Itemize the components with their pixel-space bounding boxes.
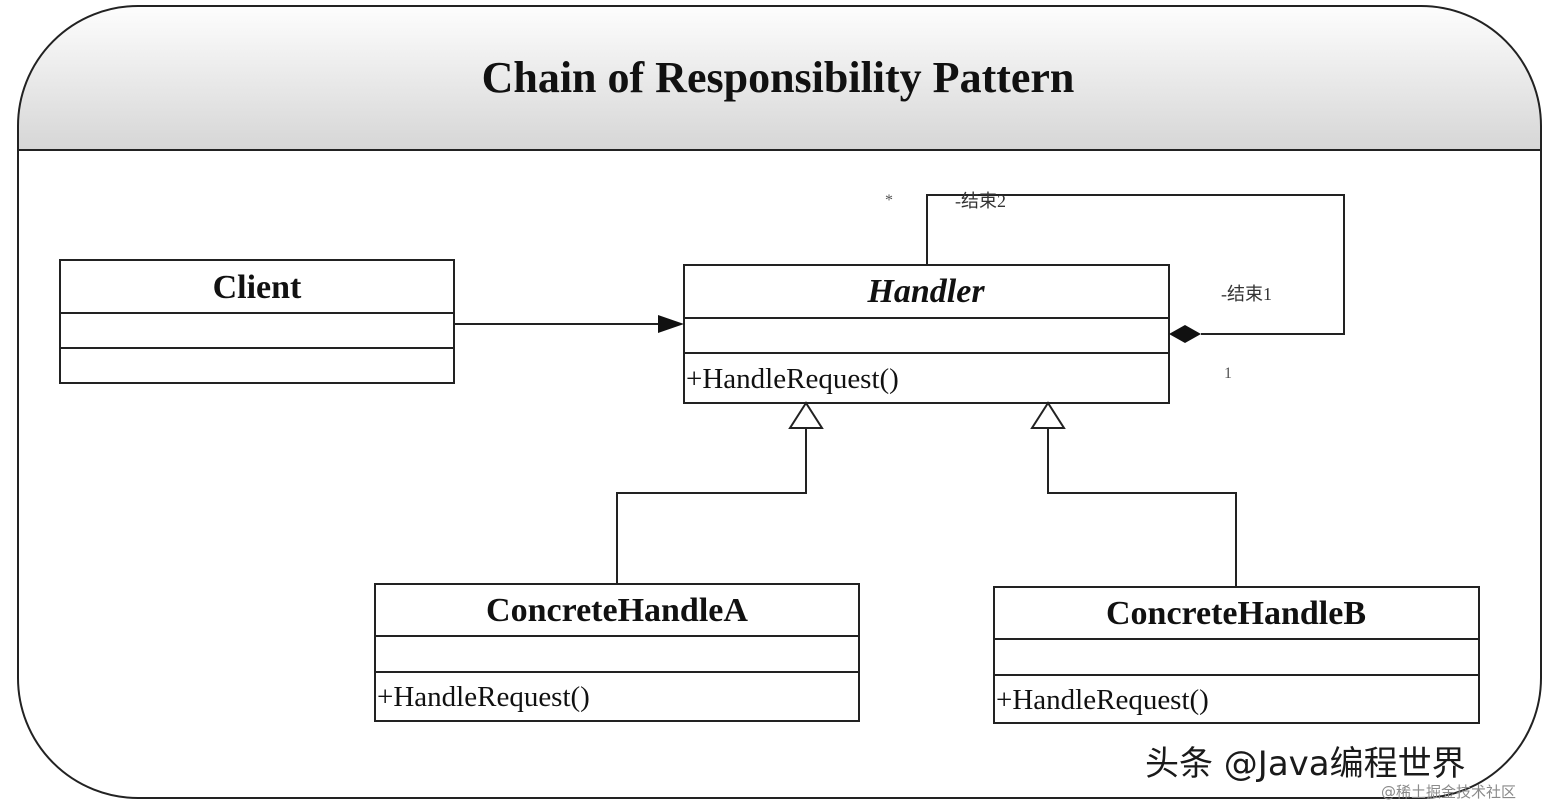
class-concrete-handle-a: ConcreteHandleA +HandleRequest() [374,583,860,722]
generalization-a-handler [616,401,824,584]
class-concrete-a-name: ConcreteHandleA [486,592,748,629]
association-client-handler [454,315,684,333]
role-end2: -结束2 [955,191,1006,211]
generalization-b-handler [1030,401,1237,587]
class-concrete-b-operation: +HandleRequest() [996,684,1209,716]
inheritance-triangle-icon [1030,401,1066,429]
title-header-band [18,6,1541,150]
multiplicity-end1: 1 [1224,365,1232,382]
inheritance-triangle-icon [788,401,824,429]
class-handler-name: Handler [866,273,985,310]
class-client: Client [59,259,455,384]
self-aggregation-handler: -结束2 -结束1 * 1 [885,191,1345,382]
class-client-name: Client [213,269,302,306]
multiplicity-end2: * [885,192,893,209]
watermark-secondary: @稀土掘金技术社区 [1381,783,1516,801]
watermark-primary: 头条 @Java编程世界 [1145,744,1466,784]
class-concrete-a-operation: +HandleRequest() [377,681,590,713]
diagram-title: Chain of Responsibility Pattern [482,53,1075,102]
composition-diamond-icon [1169,325,1201,343]
arrowhead-icon [658,315,684,333]
class-concrete-handle-b: ConcreteHandleB +HandleRequest() [993,586,1480,724]
class-handler-operation: +HandleRequest() [686,363,899,395]
role-end1: -结束1 [1221,284,1272,304]
class-concrete-b-name: ConcreteHandleB [1106,595,1366,632]
class-handler: Handler +HandleRequest() [683,264,1170,404]
